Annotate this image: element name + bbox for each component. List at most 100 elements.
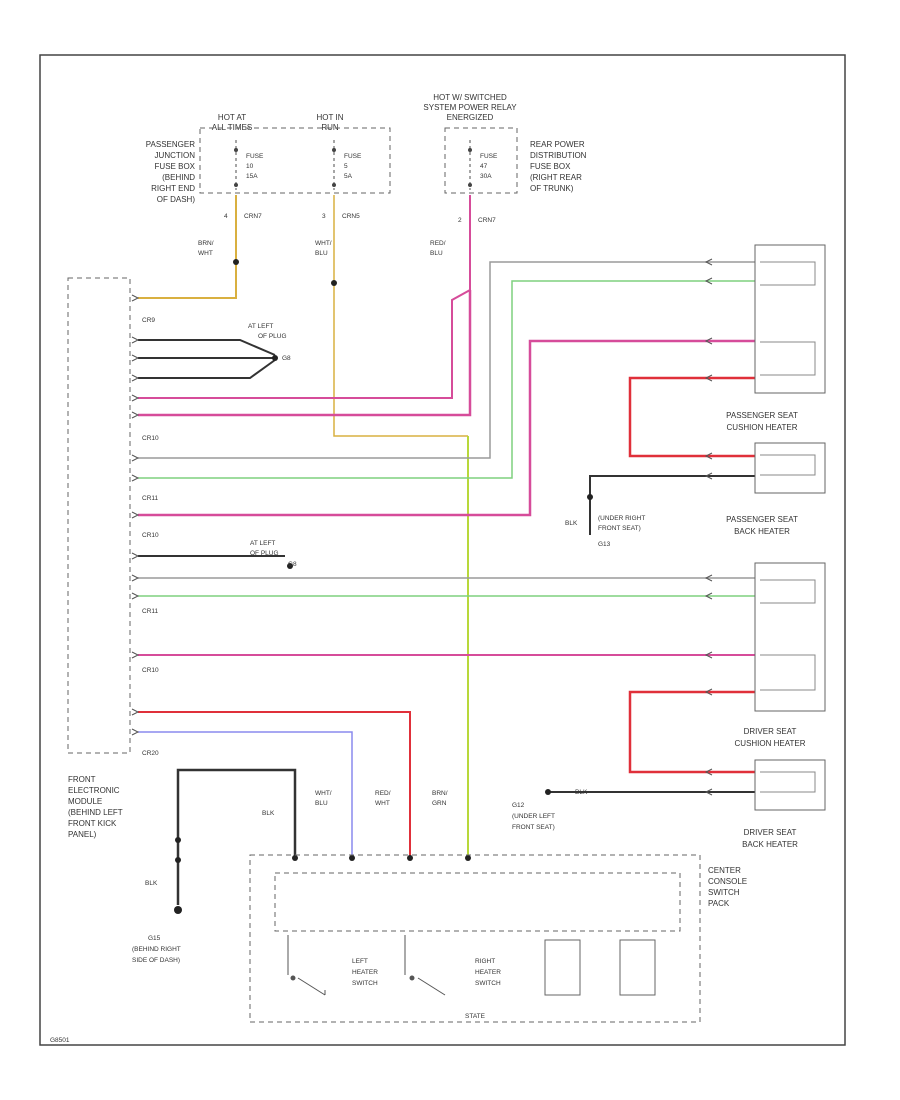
heater-pin-terminal <box>704 337 713 345</box>
svg-text:JUNCTION: JUNCTION <box>155 151 196 160</box>
red-blu-label-1: RED/ <box>430 240 446 247</box>
svg-text:(BEHIND: (BEHIND <box>162 173 195 182</box>
svg-text:CR20: CR20 <box>142 750 159 757</box>
wires <box>131 195 755 905</box>
svg-text:CR10: CR10 <box>142 532 159 539</box>
svg-text:RIGHT: RIGHT <box>475 958 495 965</box>
right-heater-switch <box>404 935 446 996</box>
svg-text:BLK: BLK <box>262 810 275 817</box>
fem-pin-terminal <box>131 294 140 302</box>
passenger-cushion-label: PASSENGER SEAT CUSHION HEATER <box>726 411 798 432</box>
rear-power-fuse-box <box>444 127 518 194</box>
brn-wht-label-2: WHT <box>198 250 213 257</box>
svg-text:HEATER: HEATER <box>475 969 501 976</box>
fem-pin-terminal <box>131 511 140 519</box>
fuse-5: FUSE 5 5A <box>332 140 362 190</box>
svg-text:PANEL): PANEL) <box>68 830 97 839</box>
svg-text:5: 5 <box>344 163 348 170</box>
svg-text:DISTRIBUTION: DISTRIBUTION <box>530 151 587 160</box>
junction-dot <box>407 855 413 861</box>
left-switch-label: LEFT HEATER SWITCH <box>352 958 378 987</box>
svg-text:WHT/: WHT/ <box>315 790 332 797</box>
fuse-conn-1: CRN7 <box>244 213 262 220</box>
passenger-back-heater-box <box>754 442 826 494</box>
center-console-inner <box>274 872 681 932</box>
junction-dot <box>331 280 337 286</box>
rear-power-label: REAR POWER DISTRIBUTION FUSE BOX (RIGHT … <box>530 140 587 193</box>
svg-text:MODULE: MODULE <box>68 797 102 806</box>
junction-dot <box>465 855 471 861</box>
svg-text:BACK HEATER: BACK HEATER <box>734 527 790 536</box>
svg-text:G8: G8 <box>288 561 297 568</box>
junction-dot <box>175 837 181 843</box>
red-dc-wire <box>628 690 755 774</box>
footer-code: G8501 <box>50 1037 70 1044</box>
svg-text:BRN/: BRN/ <box>432 790 448 797</box>
heater-pin-terminal <box>704 651 713 659</box>
junction-dot <box>545 789 551 795</box>
svg-text:DRIVER SEAT: DRIVER SEAT <box>744 828 797 837</box>
svg-text:OF TRUNK): OF TRUNK) <box>530 184 574 193</box>
svg-text:AT LEFT: AT LEFT <box>250 540 275 547</box>
red-wht-sw-wire <box>138 711 411 858</box>
svg-text:BLU: BLU <box>315 800 328 807</box>
red-blu-pc-wire <box>138 339 755 517</box>
svg-text:OF DASH): OF DASH) <box>157 195 196 204</box>
driver-cushion-heater-box <box>754 562 826 712</box>
g15-ground: BLK G15 (BEHIND RIGHT SIDE OF DASH) <box>132 880 182 964</box>
red-blu-label-2: BLU <box>430 250 443 257</box>
svg-text:WHT: WHT <box>375 800 390 807</box>
svg-text:10: 10 <box>246 163 254 170</box>
svg-text:47: 47 <box>480 163 488 170</box>
svg-text:HEATER: HEATER <box>352 969 378 976</box>
junction-dot <box>292 855 298 861</box>
fem-label: FRONT ELECTRONIC MODULE (BEHIND LEFT FRO… <box>68 775 123 839</box>
svg-text:5A: 5A <box>344 173 353 180</box>
state-label: STATE <box>465 1013 486 1020</box>
svg-text:BLK: BLK <box>145 880 158 887</box>
fuse-pin-3: 2 <box>458 217 462 224</box>
svg-text:ELECTRONIC: ELECTRONIC <box>68 786 120 795</box>
fem-pin-terminal <box>131 474 140 482</box>
junction-dot <box>175 857 181 863</box>
svg-text:FRONT SEAT): FRONT SEAT) <box>512 824 555 831</box>
heater-pin-terminal <box>704 768 713 776</box>
fem-pin-terminal <box>131 552 140 560</box>
passenger-cushion-heater-box <box>754 244 826 394</box>
heater-pin-terminal <box>704 688 713 696</box>
svg-text:CR10: CR10 <box>142 435 159 442</box>
driver-cushion-label: DRIVER SEAT CUSHION HEATER <box>735 727 806 748</box>
blk-3-wire <box>138 359 276 379</box>
passenger-back-label: PASSENGER SEAT BACK HEATER <box>726 515 798 536</box>
fem-pin-terminal <box>131 336 140 344</box>
svg-text:FUSE BOX: FUSE BOX <box>530 162 571 171</box>
passenger-junction-label: PASSENGER JUNCTION FUSE BOX (BEHIND RIGH… <box>146 140 196 204</box>
svg-text:GRN: GRN <box>432 800 447 807</box>
driver-back-label: DRIVER SEAT BACK HEATER <box>742 828 798 849</box>
svg-text:FRONT: FRONT <box>68 775 96 784</box>
svg-text:G13: G13 <box>598 541 611 548</box>
svg-text:(BEHIND LEFT: (BEHIND LEFT <box>68 808 123 817</box>
center-console-switch-pack <box>249 854 701 1023</box>
svg-text:FUSE: FUSE <box>480 153 498 160</box>
blk-sw-wire <box>176 768 297 905</box>
feed-brn-wht-wire <box>138 195 237 299</box>
driver-back-heater-box <box>754 759 826 811</box>
feed-red-blu-2-wire <box>138 290 472 417</box>
svg-text:RED/: RED/ <box>375 790 391 797</box>
svg-text:PASSENGER: PASSENGER <box>146 140 195 149</box>
wht-blu-pc-wire <box>138 261 755 459</box>
svg-text:(BEHIND RIGHT: (BEHIND RIGHT <box>132 946 181 953</box>
heater-pin-terminal <box>704 374 713 382</box>
passenger-junction-fuse-box <box>199 127 391 194</box>
hot-in-label-1: HOT IN <box>317 113 344 122</box>
svg-text:CUSHION HEATER: CUSHION HEATER <box>727 423 798 432</box>
wht-blu-label-1: WHT/ <box>315 240 332 247</box>
svg-text:G15: G15 <box>148 935 161 942</box>
hot-switched-label-3: ENERGIZED <box>447 113 494 122</box>
heater-pin-terminal <box>704 592 713 600</box>
fuse-pin-2: 3 <box>322 213 326 220</box>
at-left-plug-label-1: AT LEFT OF PLUG G8 <box>248 323 291 362</box>
svg-text:15A: 15A <box>246 173 258 180</box>
indicator-lamp-right <box>619 939 656 996</box>
